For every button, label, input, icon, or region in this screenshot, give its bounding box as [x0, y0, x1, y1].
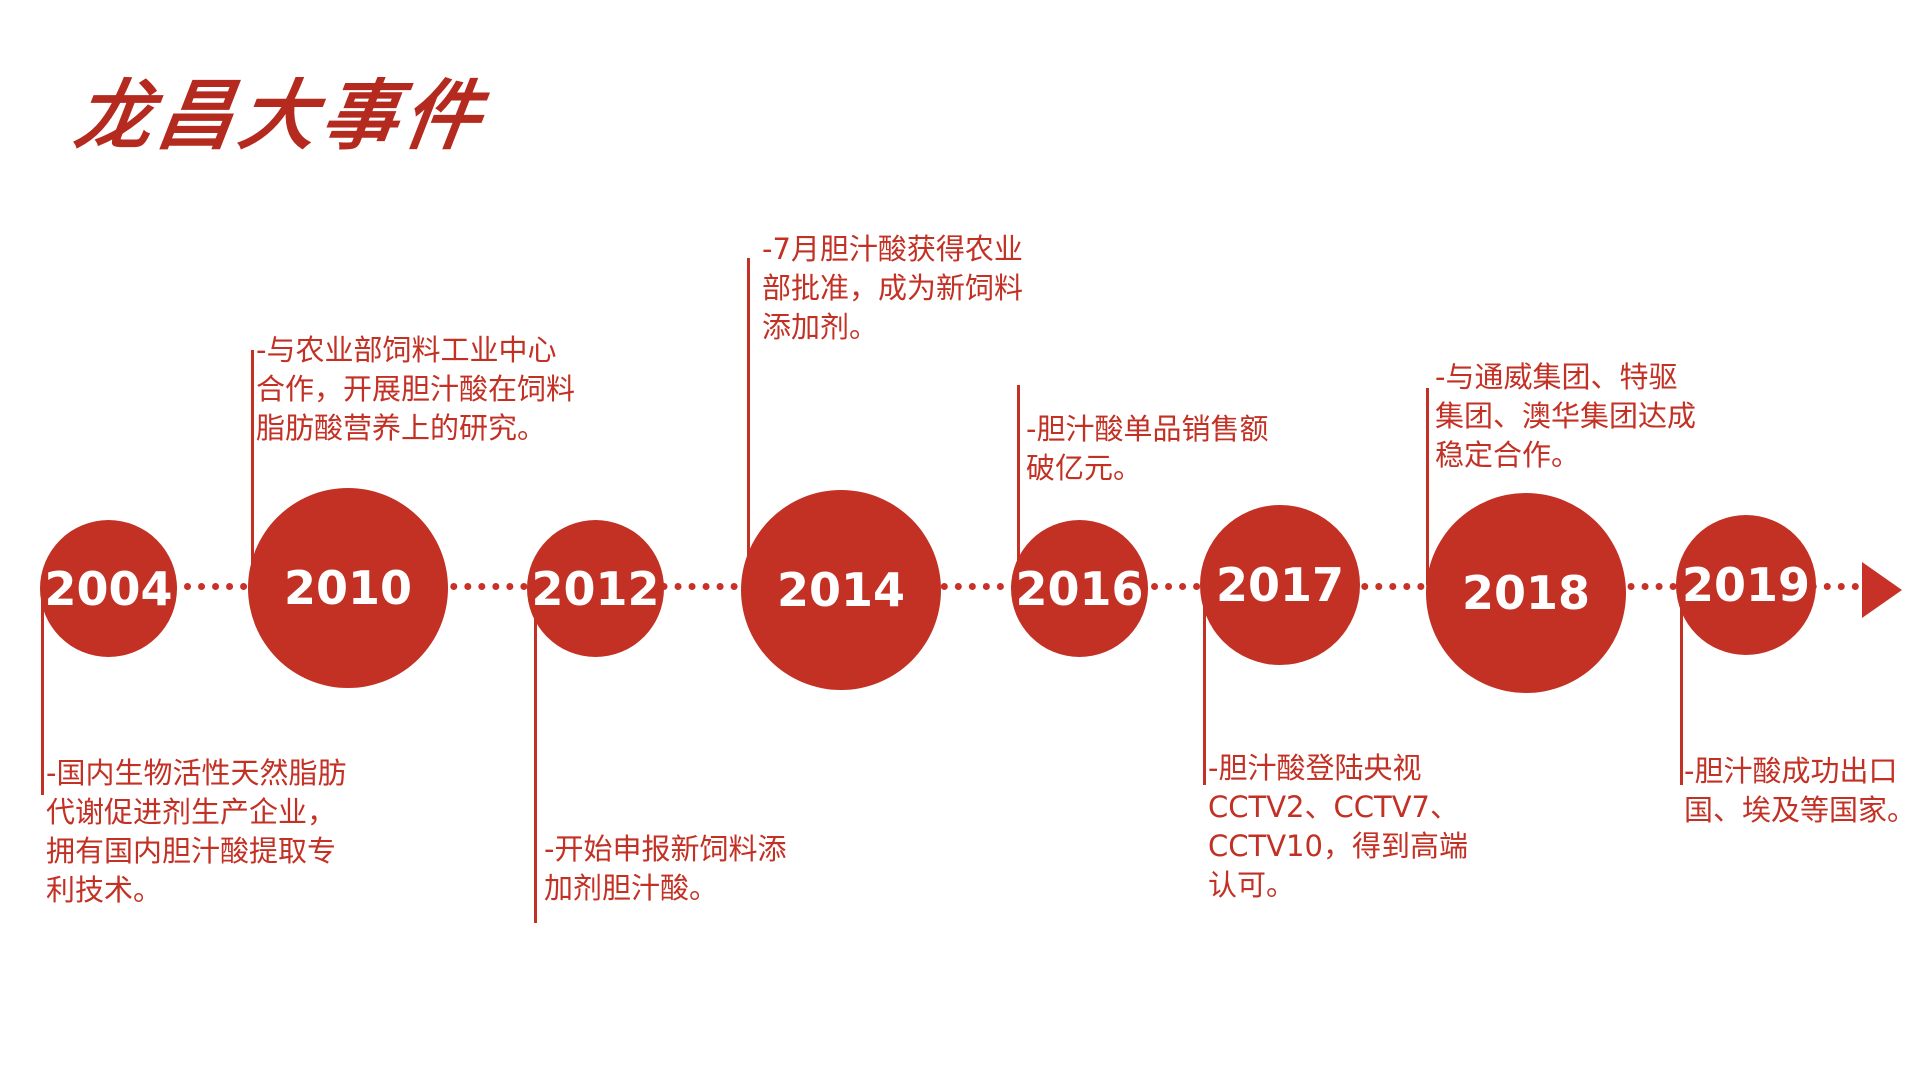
page-title: 龙昌大事件 [69, 71, 493, 160]
event-text-2018: -与通威集团、特驱 集团、澳华集团达成 稳定合作。 [1435, 360, 1697, 472]
connector-line-2004 [41, 585, 44, 795]
year-circle-2014: 2014 [741, 490, 941, 690]
timeline-arrow-icon [1862, 562, 1902, 618]
year-label-2018: 2018 [1461, 566, 1591, 620]
year-label-2004: 2004 [44, 561, 173, 616]
event-text-2014: -7月胆汁酸获得农业 部批准，成为新饲料 添加剂。 [762, 232, 1024, 344]
event-text-2010: -与农业部饲料工业中心 合作，开展胆汁酸在饲料 脂肪酸营养上的研究。 [256, 333, 576, 445]
event-text-2019: -胆汁酸成功出口 国、埃及等国家。 [1684, 754, 1917, 827]
connector-line-2014 [747, 258, 750, 585]
connector-line-2018 [1426, 388, 1429, 585]
event-text-2004: -国内生物活性天然脂肪 代谢促进剂生产企业， 拥有国内胆汁酸提取专 利技术。 [46, 756, 347, 907]
event-text-2017: -胆汁酸登陆央视 CCTV2、CCTV7、 CCTV10，得到高端 认可。 [1208, 751, 1468, 902]
connector-line-2016 [1017, 385, 1020, 585]
year-circle-2004: 2004 [40, 520, 177, 657]
year-label-2010: 2010 [283, 561, 413, 615]
connector-line-2019 [1680, 585, 1683, 785]
connector-line-2012 [534, 585, 537, 923]
year-circle-2010: 2010 [248, 488, 448, 688]
connector-line-2010 [251, 350, 254, 585]
year-circle-2017: 2017 [1200, 505, 1360, 665]
connector-line-2017 [1203, 585, 1206, 785]
year-circle-2018: 2018 [1426, 493, 1626, 693]
year-label-2012: 2012 [531, 561, 660, 616]
event-text-2016: -胆汁酸单品销售额 破亿元。 [1026, 412, 1269, 485]
year-label-2017: 2017 [1215, 558, 1345, 612]
year-circle-2012: 2012 [527, 520, 664, 657]
year-label-2014: 2014 [776, 563, 906, 617]
year-label-2019: 2019 [1681, 558, 1811, 612]
year-circle-2016: 2016 [1011, 520, 1148, 657]
year-label-2016: 2016 [1015, 561, 1144, 616]
event-text-2012: -开始申报新饲料添 加剂胆汁酸。 [544, 832, 787, 905]
year-circle-2019: 2019 [1676, 515, 1816, 655]
